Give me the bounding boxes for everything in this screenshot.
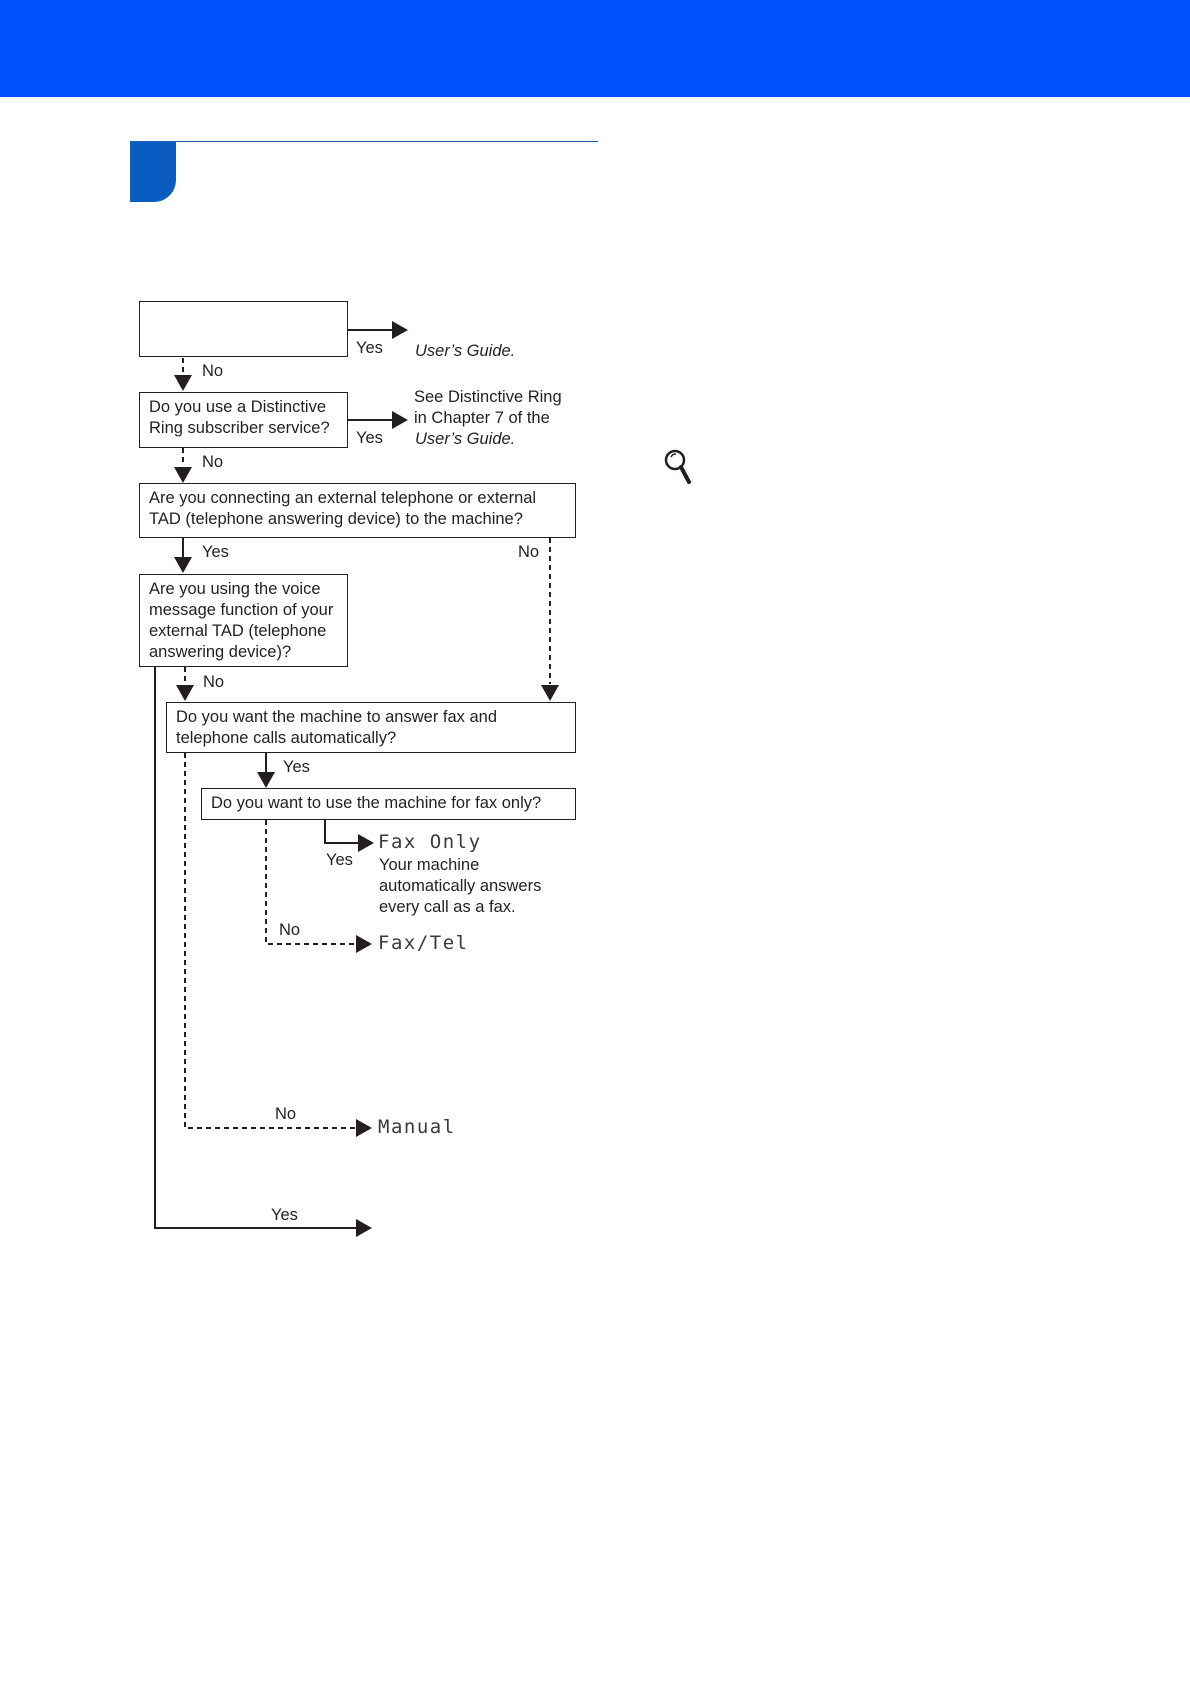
result-fax-tel: Fax/Tel — [378, 932, 469, 954]
q1-yes-label: Yes — [356, 339, 383, 357]
q5-box: Do you want the machine to answer fax an… — [166, 702, 576, 753]
q2-text: Do you use a Distinctive Ring subscriber… — [149, 398, 330, 437]
arrow-q4-yes — [154, 667, 356, 1229]
q6-text: Do you want to use the machine for fax o… — [211, 794, 542, 812]
q1-yes-result: User’s Guide. — [415, 342, 516, 360]
q4-text: Are you using the voice message function… — [149, 580, 334, 661]
q6-yes-label: Yes — [326, 851, 353, 869]
q2-box: Do you use a Distinctive Ring subscriber… — [139, 392, 348, 448]
result-fax-only: Fax Only — [378, 831, 482, 853]
q3-yes-label: Yes — [202, 543, 229, 561]
q2-yes-result-line1: See Distinctive Ring — [414, 388, 562, 406]
q5-no-label: No — [275, 1105, 297, 1123]
q4-yes-label: Yes — [271, 1206, 298, 1224]
q2-yes-result-line2: in Chapter 7 of the — [414, 409, 550, 427]
q3-text: Are you connecting an external telephone… — [149, 489, 537, 528]
arrow-q6-yes — [324, 820, 358, 844]
arrow-q6-no — [265, 820, 356, 945]
q1-no-label: No — [202, 362, 224, 380]
q6-no-label: No — [279, 921, 301, 939]
q2-yes-result-line3: User’s Guide. — [415, 430, 516, 448]
q4-box: Are you using the voice message function… — [139, 574, 348, 667]
q6-box: Do you want to use the machine for fax o… — [201, 788, 576, 820]
section-tab — [130, 142, 176, 202]
q3-no-label: No — [518, 543, 540, 561]
q2-no-label: No — [202, 453, 224, 471]
result-manual: Manual — [378, 1116, 456, 1138]
q3-box: Are you connecting an external telephone… — [139, 483, 576, 538]
q2-yes-label: Yes — [356, 429, 383, 447]
result-fax-only-description: Your machine automatically answers every… — [379, 856, 542, 916]
q5-text: Do you want the machine to answer fax an… — [176, 708, 498, 747]
q1-box — [139, 301, 348, 357]
magnifier-icon — [664, 449, 691, 484]
arrow-q5-no — [184, 753, 356, 1129]
section-rule — [130, 141, 598, 142]
q5-yes-label: Yes — [283, 758, 310, 776]
q4-no-label: No — [203, 673, 225, 691]
header-bar — [0, 0, 1190, 97]
